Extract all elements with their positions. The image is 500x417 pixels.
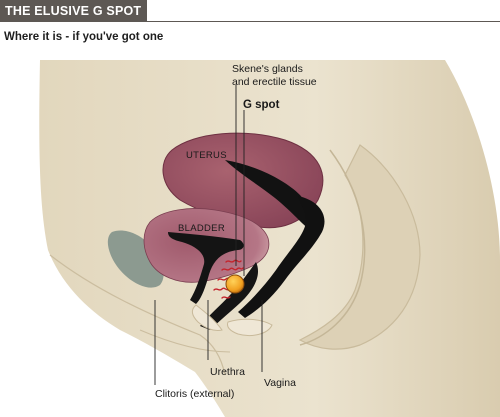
header-bar: THE ELUSIVE G SPOT [0,0,148,22]
rear-contour [299,149,366,346]
urethral-tissue [168,232,244,304]
g-spot-marker [225,274,245,294]
thigh-contour [139,329,231,353]
label-vagina: Vagina [264,377,296,389]
skenes-glands [213,259,244,299]
title-divider [0,21,500,22]
buttock-fold [298,144,421,350]
labial-fold [191,304,223,331]
label-g-spot: G spot [243,99,280,111]
perineum-fold [227,318,273,337]
page-title: THE ELUSIVE G SPOT [0,0,148,22]
leg-contour [49,254,226,376]
leader-lines [154,85,263,385]
label-skenes-line1: Skene's glands [232,63,303,75]
page-subtitle: Where it is - if you've got one [4,31,164,43]
label-urethra: Urethra [210,366,245,378]
uterine-cavity [225,160,314,230]
label-bladder: BLADDER [178,223,225,234]
vaginal-canal [200,262,259,330]
label-clitoris: Clitoris (external) [155,388,234,400]
label-uterus: UTERUS [186,150,227,161]
cervix-band [238,196,325,318]
label-skenes-line2: and erectile tissue [232,76,317,88]
